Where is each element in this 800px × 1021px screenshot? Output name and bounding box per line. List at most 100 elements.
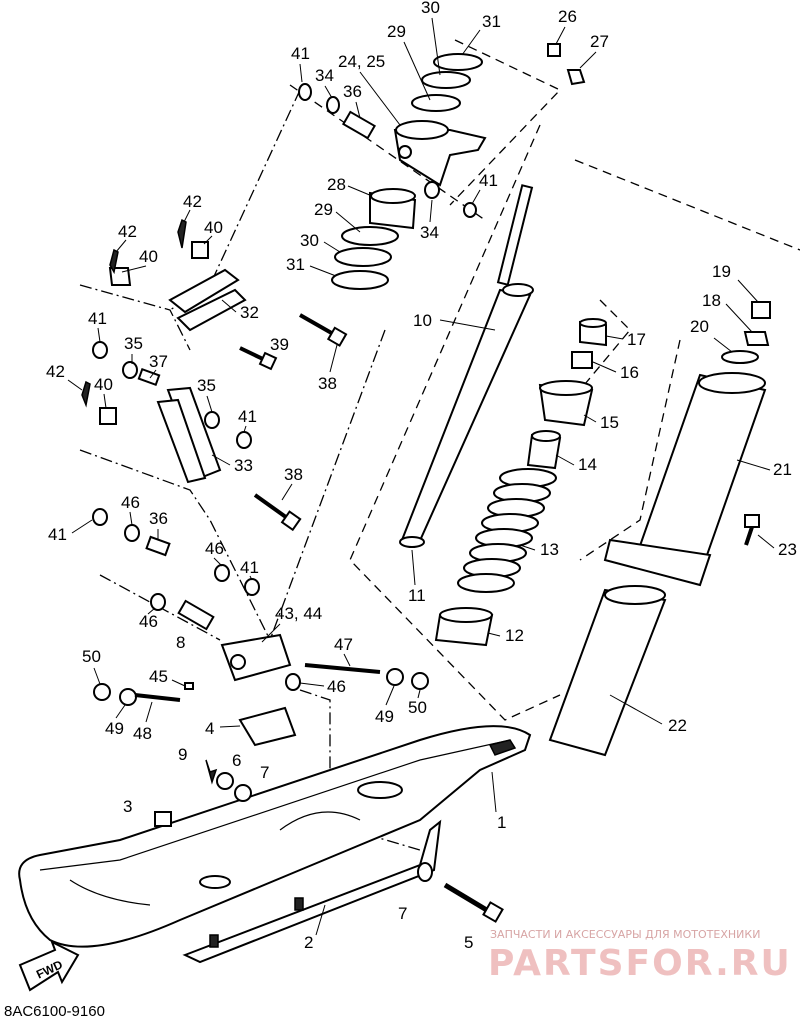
- bushing-17: [579, 318, 607, 347]
- callout-30b: 30: [300, 231, 319, 250]
- callout-13: 13: [540, 540, 559, 559]
- bushing-16: [571, 351, 593, 369]
- callout-33: 33: [234, 456, 253, 475]
- callout-47: 47: [334, 635, 353, 654]
- callout-22: 22: [668, 716, 687, 735]
- callout-50b: 50: [408, 698, 427, 717]
- callout-48: 48: [133, 724, 152, 743]
- callout-41c: 41: [88, 309, 107, 328]
- callout-36a: 36: [343, 82, 362, 101]
- callout-46d: 46: [327, 677, 346, 696]
- bump-stop-14: [526, 430, 562, 470]
- callout-7b: 7: [398, 904, 407, 923]
- callout-31a: 31: [482, 12, 501, 31]
- callout-29a: 29: [387, 22, 406, 41]
- callout-35b: 35: [197, 376, 216, 395]
- callout-17: 17: [627, 330, 646, 349]
- callout-12: 12: [505, 626, 524, 645]
- callout-46a: 46: [121, 493, 140, 512]
- callout-14: 14: [578, 455, 597, 474]
- callout-42c: 42: [46, 362, 65, 381]
- callout-41b: 41: [479, 171, 498, 190]
- callout-4: 4: [205, 719, 214, 738]
- grouping-outlines: [79, 39, 800, 871]
- callout-49b: 49: [375, 707, 394, 726]
- callout-28: 28: [327, 175, 346, 194]
- callout-3: 3: [123, 797, 132, 816]
- callout-2: 2: [304, 933, 313, 952]
- callout-41e: 41: [48, 525, 67, 544]
- callout-6: 6: [232, 751, 241, 770]
- fwd-arrow: FWD: [18, 939, 80, 992]
- top-mount-hardware: [721, 301, 771, 364]
- callout-30a: 30: [421, 0, 440, 17]
- callout-36b: 36: [149, 509, 168, 528]
- callout-35a: 35: [124, 334, 143, 353]
- callout-41d: 41: [238, 407, 257, 426]
- callout-23: 23: [778, 540, 797, 559]
- callout-16: 16: [620, 363, 639, 382]
- callout-21: 21: [773, 460, 792, 479]
- callout-40c: 40: [94, 375, 113, 394]
- callout-41f: 41: [240, 558, 259, 577]
- spring: [457, 468, 557, 593]
- callout-32: 32: [240, 303, 259, 322]
- small-hardware: [81, 43, 586, 882]
- callout-38b: 38: [284, 465, 303, 484]
- callout-50a: 50: [82, 647, 101, 666]
- callout-41a: 41: [291, 44, 310, 63]
- callout-20: 20: [690, 317, 709, 336]
- collar-28-and-washers: [331, 188, 417, 290]
- callout-46c: 46: [139, 612, 158, 631]
- callout-29b: 29: [314, 200, 333, 219]
- bump-stop-15: [538, 380, 594, 427]
- watermark: ЗАПЧАСТИ И АКСЕССУАРЫ ДЛЯ МОТОТЕХНИКИ PA…: [488, 928, 792, 984]
- callout-31b: 31: [286, 255, 305, 274]
- callout-39: 39: [270, 335, 289, 354]
- callout-26: 26: [558, 7, 577, 26]
- callout-40b: 40: [139, 247, 158, 266]
- spring-seat-12: [434, 607, 494, 647]
- watermark-brand: PARTSFOR.RU: [488, 943, 792, 984]
- callout-24-25: 24, 25: [338, 52, 385, 71]
- ski: [18, 725, 532, 948]
- watermark-tagline: ЗАПЧАСТИ И АКСЕССУАРЫ ДЛЯ МОТОТЕХНИКИ: [490, 928, 760, 941]
- cover-22: [548, 585, 667, 757]
- callout-42b: 42: [118, 222, 137, 241]
- bolt-23: [744, 514, 760, 546]
- callout-1: 1: [497, 813, 506, 832]
- bolt-5: [443, 882, 504, 923]
- callouts: 1 2 3 4 5 6 7 7 8 9 10 11 12 13 14 15 16…: [46, 0, 797, 952]
- washers-29-31-upper: [411, 53, 483, 112]
- callout-46b: 46: [205, 539, 224, 558]
- callout-45: 45: [149, 667, 168, 686]
- link-32: [168, 268, 247, 332]
- upper-bracket: [393, 120, 487, 187]
- callout-19: 19: [712, 262, 731, 281]
- callout-15: 15: [600, 413, 619, 432]
- link-33: [156, 386, 222, 484]
- spindle: [238, 706, 297, 747]
- callout-37: 37: [149, 352, 168, 371]
- strut-rod: [399, 184, 534, 548]
- callout-42a: 42: [183, 192, 202, 211]
- bolts: [134, 313, 381, 702]
- callout-49a: 49: [105, 719, 124, 738]
- callout-34a: 34: [315, 66, 334, 85]
- callout-8: 8: [176, 633, 185, 652]
- boot-21: [603, 372, 767, 587]
- diagram-code: 8AC6100-9160: [4, 1003, 105, 1020]
- callout-18: 18: [702, 291, 721, 310]
- callout-7a: 7: [260, 763, 269, 782]
- pivot-block: [220, 633, 292, 682]
- callout-38a: 38: [318, 374, 337, 393]
- callout-43-44: 43, 44: [275, 604, 322, 623]
- callout-34b: 34: [420, 223, 439, 242]
- callout-10: 10: [413, 311, 432, 330]
- callout-11: 11: [408, 586, 426, 605]
- callout-40a: 40: [204, 218, 223, 237]
- callout-5: 5: [464, 933, 473, 952]
- callout-27: 27: [590, 32, 609, 51]
- callout-9: 9: [178, 745, 187, 764]
